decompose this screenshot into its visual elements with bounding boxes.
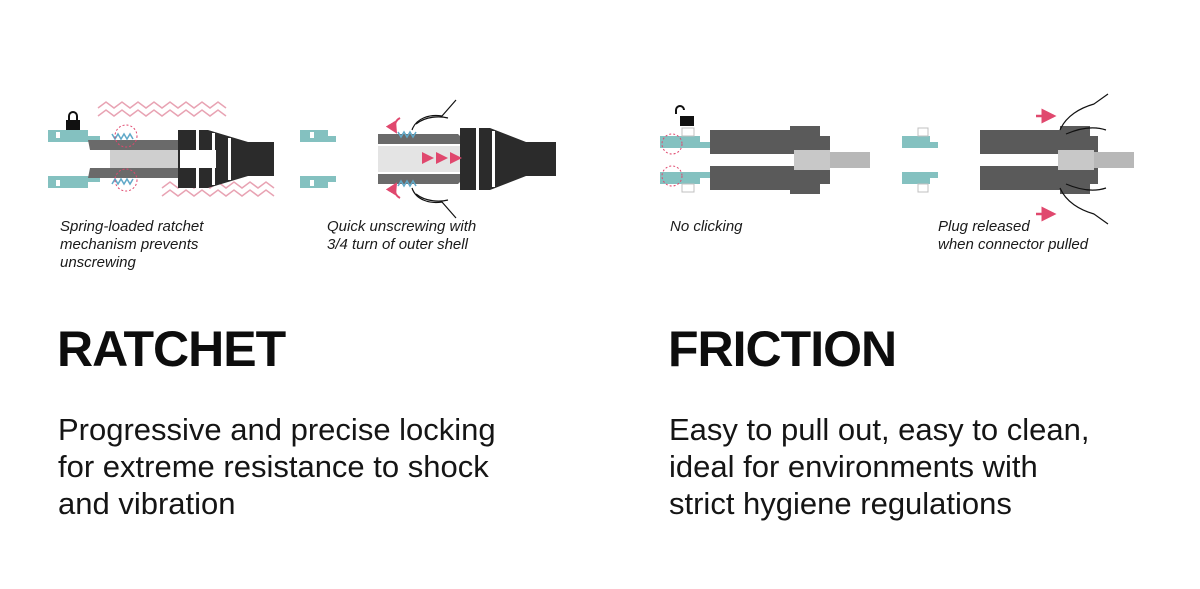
vibration-zigzag-top bbox=[97, 101, 227, 109]
ratchet-description: Progressive and precise locking for extr… bbox=[58, 412, 496, 521]
open-padlock-icon bbox=[675, 105, 694, 126]
hand-outline-top bbox=[411, 99, 457, 131]
friction-caption-1: No clicking bbox=[670, 218, 743, 235]
friction-diagram-no-clicking bbox=[660, 105, 870, 194]
ratchet-caption-1: Spring-loaded ratchet mechanism prevents… bbox=[60, 218, 204, 271]
closed-padlock-icon bbox=[66, 111, 80, 130]
ratchet-title: RATCHET bbox=[57, 321, 286, 377]
ratchet-diagram-locked bbox=[48, 101, 275, 197]
friction-title: FRICTION bbox=[668, 321, 897, 377]
friction-diagram-plug-released bbox=[902, 93, 1134, 225]
connector-illustrations bbox=[48, 93, 1134, 225]
ratchet-caption-2: Quick unscrewing with 3/4 turn of outer … bbox=[327, 218, 477, 253]
hand-outline-bottom bbox=[411, 187, 457, 219]
ratchet-diagram-unscrewing bbox=[300, 99, 556, 219]
friction-description: Easy to pull out, easy to clean, ideal f… bbox=[669, 412, 1090, 521]
friction-caption-2: Plug released when connector pulled bbox=[938, 218, 1089, 253]
